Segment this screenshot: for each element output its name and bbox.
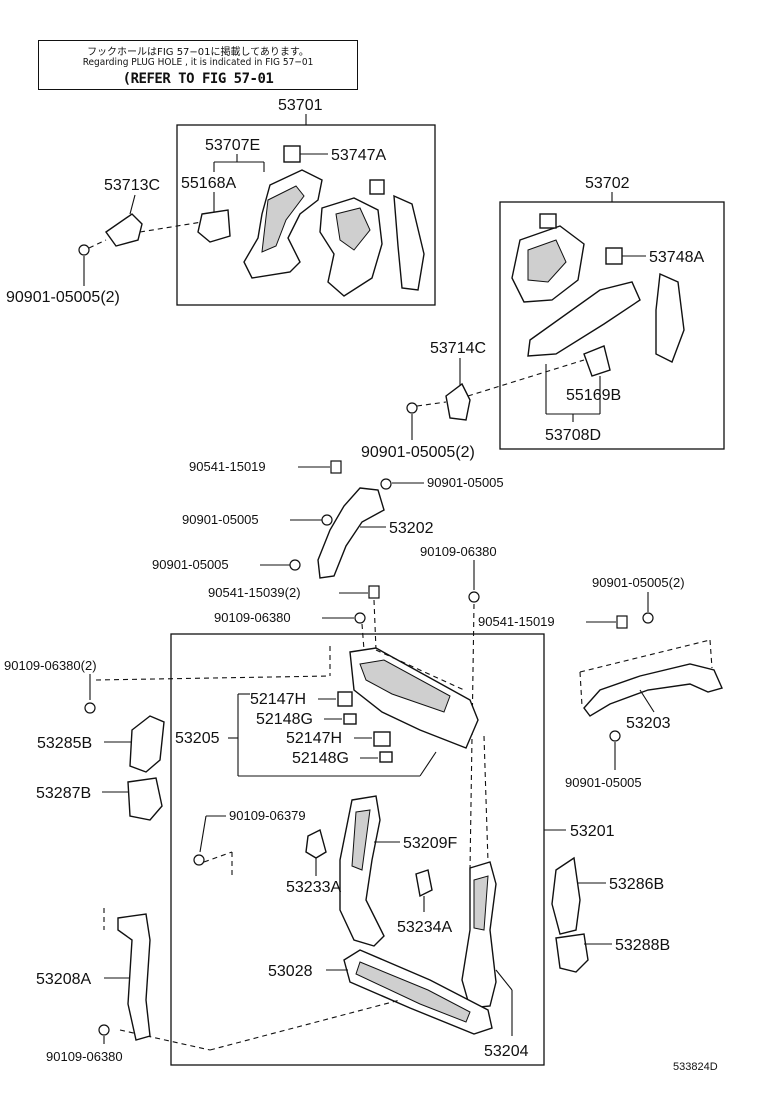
- label-53707E: 53707E: [205, 137, 260, 154]
- nut-90541-15019-b: [616, 615, 628, 629]
- label-90541-15019-b: 90541-15019: [478, 614, 555, 629]
- label-53209F: 53209F: [403, 835, 457, 852]
- label-53702: 53702: [585, 175, 630, 192]
- label-53714C: 53714C: [430, 340, 486, 357]
- label-53713C: 53713C: [104, 177, 160, 194]
- part-55169B-bracket: [583, 345, 611, 377]
- label-53204: 53204: [484, 1043, 529, 1060]
- label-52147H-b: 52147H: [286, 730, 342, 747]
- label-90109-06379: 90109-06379: [229, 808, 306, 823]
- bolt-90901-05005-b: [406, 402, 418, 414]
- bolt-90901-05005-c: [380, 478, 392, 490]
- part-apron-rear: [393, 194, 425, 291]
- bolt-90109-06380-a: [468, 591, 480, 603]
- label-53701: 53701: [278, 97, 323, 114]
- label-90109-06380-a: 90109-06380: [420, 544, 497, 559]
- part-52148G-a: [343, 713, 357, 725]
- label-53201: 53201: [570, 823, 615, 840]
- leader-53713C: [129, 194, 136, 215]
- part-53202-member: [317, 487, 385, 579]
- label-53748A: 53748A: [649, 249, 704, 266]
- label-52148G-b: 52148G: [292, 750, 349, 767]
- part-52147H-b: [373, 731, 391, 747]
- label-90901-05005-a: 90901-05005: [427, 475, 504, 490]
- part-53286B-seal: [551, 856, 581, 935]
- label-53208A: 53208A: [36, 971, 91, 988]
- part-clip-53702: [539, 213, 557, 229]
- label-90109-06380-b: 90109-06380: [214, 610, 291, 625]
- part-apron-rear-53702: [655, 272, 685, 363]
- label-90109-06380-c: 90109-06380: [46, 1049, 123, 1064]
- reference-note-english: Regarding PLUG HOLE , it is indicated in…: [82, 57, 314, 68]
- label-90901-05005-b: 90901-05005: [182, 512, 259, 527]
- label-53028: 53028: [268, 963, 313, 980]
- part-53288B-seal: [555, 933, 589, 973]
- part-55168A-bracket: [197, 209, 231, 243]
- part-53747A-clip: [283, 145, 301, 163]
- part-53714C-bracket: [445, 382, 471, 421]
- bolt-90109-06380-c: [84, 702, 96, 714]
- label-55168A: 55168A: [181, 175, 236, 192]
- part-53233A-bracket: [305, 828, 327, 859]
- bolt-90109-06379: [193, 854, 205, 866]
- part-53285B-seal: [129, 715, 165, 773]
- bolt-90901-05005-d: [321, 514, 333, 526]
- figure-id: 533824D: [673, 1061, 718, 1073]
- label-53287B: 53287B: [36, 785, 91, 802]
- reference-note-japanese: フックホールはFIG 57−01に掲載してあります。: [87, 47, 309, 58]
- label-55169B: 55169B: [566, 387, 621, 404]
- label-90541-15019-a: 90541-15019: [189, 459, 266, 474]
- label-53747A: 53747A: [331, 147, 386, 164]
- leader-53204: [495, 969, 513, 991]
- bolt-90109-06380-d: [98, 1024, 110, 1036]
- part-clip-small: [369, 179, 385, 195]
- label-53233A: 53233A: [286, 879, 341, 896]
- bolt-90901-05005-g: [609, 730, 621, 742]
- bolt-90901-05005-a: [78, 244, 90, 256]
- label-52147H-a: 52147H: [250, 691, 306, 708]
- group-53702-frame: [499, 201, 725, 450]
- part-53748A-clip: [605, 247, 623, 265]
- bolt-90901-05005-f: [642, 612, 654, 624]
- label-90901-05005-2-a: 90901-05005(2): [6, 289, 120, 306]
- leader-53203: [639, 689, 655, 713]
- part-53204-side-member: [461, 861, 497, 1009]
- nut-90541-15019-a: [330, 460, 342, 474]
- label-90901-05005-d: 90901-05005: [565, 775, 642, 790]
- label-90901-05005-2-b: 90901-05005(2): [361, 444, 475, 461]
- bolt-90109-06380-b: [354, 612, 366, 624]
- nut-90541-15039: [368, 585, 380, 599]
- part-53208A-support: [117, 913, 151, 1041]
- label-53708D: 53708D: [545, 427, 601, 444]
- part-53287B-seal: [127, 777, 163, 821]
- label-90109-06380-2: 90109-06380(2): [4, 658, 97, 673]
- part-53234A-bracket: [415, 869, 433, 898]
- label-53205: 53205: [175, 730, 220, 747]
- label-53234A: 53234A: [397, 919, 452, 936]
- part-apron-member-53702: [527, 281, 641, 357]
- part-52147H-a: [337, 691, 353, 707]
- part-52148G-b: [379, 751, 393, 763]
- reference-note-box: フックホールはFIG 57−01に掲載してあります。 Regarding PLU…: [38, 40, 358, 90]
- label-53202: 53202: [389, 520, 434, 537]
- label-53286B: 53286B: [609, 876, 664, 893]
- part-53209F-side-member: [339, 795, 385, 947]
- label-90901-05005-2-c: 90901-05005(2): [592, 575, 685, 590]
- part-53203-member: [583, 663, 723, 717]
- part-53713C-bracket: [105, 213, 143, 247]
- bolt-90901-05005-e: [289, 559, 301, 571]
- reference-note-fig: (REFER TO FIG 57-01: [122, 71, 274, 87]
- group-53201-frame: [170, 633, 545, 1066]
- label-53285B: 53285B: [37, 735, 92, 752]
- label-90901-05005-c: 90901-05005: [152, 557, 229, 572]
- label-53203: 53203: [626, 715, 671, 732]
- label-53288B: 53288B: [615, 937, 670, 954]
- label-52148G-a: 52148G: [256, 711, 313, 728]
- label-90541-15039-2: 90541-15039(2): [208, 585, 301, 600]
